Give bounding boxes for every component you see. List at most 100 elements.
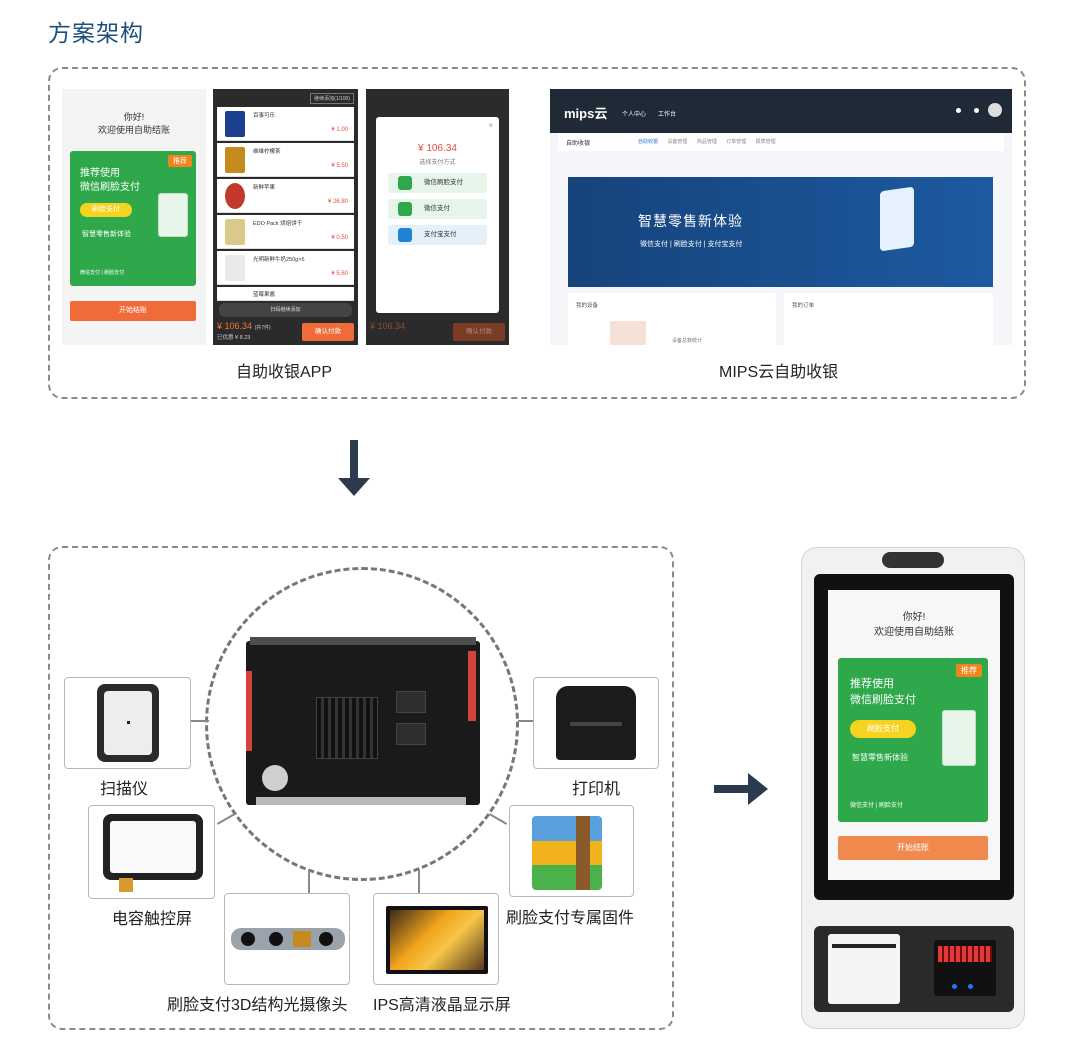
firmware-card xyxy=(509,805,634,897)
tab-orders[interactable]: 订单管理 xyxy=(726,139,747,145)
card-line1: 推荐使用 xyxy=(80,168,120,179)
pay-option-wechat[interactable]: 微信支付 xyxy=(388,199,487,219)
pay-small-face: 刷脸支付 xyxy=(104,270,125,276)
kiosk-subtitle: 欢迎使用自助结账 xyxy=(874,627,954,638)
arrow-down-icon xyxy=(350,440,358,480)
page-title: 方案架构 xyxy=(48,20,144,46)
tab-devices[interactable]: 设备管理 xyxy=(667,139,688,145)
hardware-box xyxy=(48,546,674,1030)
phone-illustration xyxy=(880,186,914,252)
web-topbar: mips云 个人中心 工作台 xyxy=(550,89,1012,133)
coin-battery xyxy=(262,765,288,791)
panel-my-devices: 我的设备 xyxy=(576,303,599,309)
arrow-right-head xyxy=(748,773,768,805)
payment-total: ¥ 106.34 xyxy=(370,321,406,331)
payment-amount: ¥ 106.34 xyxy=(418,143,457,154)
alipay-icon xyxy=(398,228,412,242)
touchscreen-card xyxy=(88,805,215,899)
barcode-scanner-window xyxy=(934,940,996,996)
experience-text: 智慧零售新体验 xyxy=(82,231,131,238)
kiosk-experience-text: 智慧零售新体验 xyxy=(852,753,908,762)
nav-workbench[interactable]: 工作台 xyxy=(658,112,677,118)
app-cart-screen: 继续添加(1/100) 百事可乐¥ 1.00 维维柠檬茶¥ 5.50 新鲜苹果¥… xyxy=(213,89,358,345)
camera-label: 刷脸支付3D结构光摄像头 xyxy=(167,997,348,1014)
cart-item: 新鲜苹果¥ 26.80 xyxy=(217,179,354,213)
nav-personal[interactable]: 个人中心 xyxy=(622,112,647,118)
pay-option-alipay[interactable]: 支付宝支付 xyxy=(388,225,487,245)
display-label: IPS高清液晶显示屏 xyxy=(373,997,511,1014)
pay-option-face[interactable]: 微信刷脸支付 xyxy=(388,173,487,193)
device-count-label: 设备总数统计 xyxy=(672,338,703,344)
start-checkout-button[interactable]: 开始结账 xyxy=(70,301,196,321)
banner-pay-alipay: 支付宝支付 xyxy=(707,241,743,248)
device-thumbnail xyxy=(610,321,646,345)
touchscreen-image xyxy=(103,814,203,880)
kiosk-illustration xyxy=(158,193,188,237)
mips-web-dashboard: mips云 个人中心 工作台 自助收银 自助收银 设备管理 商品管理 订单管理 … xyxy=(550,89,1012,345)
printer-image xyxy=(556,686,636,760)
panel-my-orders: 我的订单 xyxy=(792,303,815,309)
avatar[interactable] xyxy=(988,103,1002,117)
kiosk-pay-small-face: 刷脸支付 xyxy=(878,803,903,809)
face-pay-button[interactable]: 刷脸支付 xyxy=(80,203,132,217)
kiosk-pay-small-wechat: 微信支付 xyxy=(850,803,875,809)
app-caption: 自助收银APP xyxy=(236,364,333,381)
close-icon[interactable]: × xyxy=(488,121,493,130)
receipt-printer-slot xyxy=(828,934,900,1004)
cloud-caption: MIPS云自助收银 xyxy=(719,364,839,381)
kiosk-start-button[interactable]: 开始结账 xyxy=(838,836,988,860)
continue-add-button[interactable]: 继续添加(1/100) xyxy=(310,93,354,104)
recommend-card: 推荐 推荐使用 微信刷脸支付 刷脸支付 智慧零售新体验 微信支付 | 刷脸支付 xyxy=(70,151,196,286)
kiosk-camera-icon xyxy=(882,552,944,568)
card-line2: 微信刷脸支付 xyxy=(80,182,140,193)
help-icon[interactable] xyxy=(974,108,979,113)
kiosk-greeting: 你好! xyxy=(902,612,926,623)
kiosk-lower-panel xyxy=(814,926,1014,1012)
kiosk-tag: 推荐 xyxy=(956,664,982,677)
kiosk-recommend-card: 推荐 推荐使用 微信刷脸支付 刷脸支付 智慧零售新体验 微信支付 | 刷脸支付 xyxy=(838,658,988,822)
scanner-image xyxy=(97,684,159,762)
tab-self-checkout[interactable]: 自助收银 xyxy=(638,139,659,145)
heatsink xyxy=(316,697,378,759)
menu-label: 自助收银 xyxy=(566,141,591,147)
kiosk-screen: 你好! 欢迎使用自助结账 推荐 推荐使用 微信刷脸支付 刷脸支付 智慧零售新体验… xyxy=(828,590,1000,880)
cart-count: (共7件) xyxy=(254,325,271,331)
welcome-greeting: 你好! xyxy=(123,112,145,122)
cart-item: EDO Pack 烘焙饼干¥ 0.50 xyxy=(217,215,354,249)
recommend-tag: 推荐 xyxy=(168,155,192,167)
kiosk-card-line1: 推荐使用 xyxy=(850,678,894,690)
software-box xyxy=(48,67,1026,399)
banner-pay-face: 刷脸支付 xyxy=(673,241,702,248)
payment-prompt: 选择支付方式 xyxy=(419,160,456,166)
cart-item: 光明新鲜牛奶250g×6¥ 5.60 xyxy=(217,251,354,285)
firmware-label: 刷脸支付专属固件 xyxy=(506,910,635,927)
kiosk-face-pay-button[interactable]: 刷脸支付 xyxy=(850,720,916,738)
printer-card xyxy=(533,677,659,769)
mips-logo: mips云 xyxy=(564,106,608,121)
cart-item: 百事可乐¥ 1.00 xyxy=(217,107,354,141)
cart-item: 维维柠檬茶¥ 5.50 xyxy=(217,143,354,177)
bell-icon[interactable] xyxy=(956,108,961,113)
confirm-pay-button[interactable]: 确认付款 xyxy=(302,323,354,341)
camera-card xyxy=(224,893,350,985)
arrow-down-head xyxy=(338,478,370,496)
tab-goods[interactable]: 商品管理 xyxy=(696,139,717,145)
mainboard-image xyxy=(246,637,480,805)
pay-small-wechat: 微信支付 xyxy=(80,270,101,276)
camera-image xyxy=(231,928,345,950)
cart-discount: 已优惠 ¥ 8.23 xyxy=(217,335,251,341)
app-welcome-screen: 你好! 欢迎使用自助结账 推荐 推荐使用 微信刷脸支付 刷脸支付 智慧零售新体验… xyxy=(62,89,206,345)
wechat-face-icon xyxy=(398,176,412,190)
payment-confirm-button[interactable]: 确认付款 xyxy=(453,323,505,341)
touchscreen-label: 电容触控屏 xyxy=(112,911,193,928)
kiosk-device: 你好! 欢迎使用自助结账 推荐 推荐使用 微信刷脸支付 刷脸支付 智慧零售新体验… xyxy=(801,547,1025,1029)
scanner-label: 扫描仪 xyxy=(100,781,149,798)
arrow-right-icon xyxy=(714,785,750,793)
cart-total: ¥ 106.34 xyxy=(217,321,253,331)
web-banner: 智慧零售新体验 微信支付 | 刷脸支付 | 支付宝支付 xyxy=(568,177,993,287)
printer-label: 打印机 xyxy=(572,781,621,798)
tab-reports[interactable]: 报表管理 xyxy=(755,139,776,145)
cart-item: 蓝莓果酱 xyxy=(217,287,354,301)
kiosk-illustration xyxy=(942,710,976,766)
kiosk-screen-bezel: 你好! 欢迎使用自助结账 推荐 推荐使用 微信刷脸支付 刷脸支付 智慧零售新体验… xyxy=(814,574,1014,900)
